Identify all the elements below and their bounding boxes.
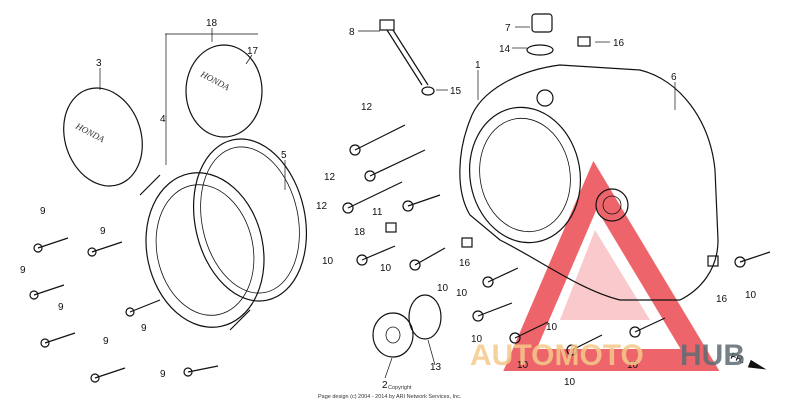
- bolt-9: [90, 367, 126, 383]
- callout-9: 9: [40, 206, 46, 217]
- callout-10: 10: [456, 288, 468, 299]
- gasket-5: [192, 138, 308, 302]
- callout-17: 17: [247, 46, 259, 57]
- callout-14: 14: [499, 44, 511, 55]
- emblem-cover-3: HONDA: [63, 87, 143, 187]
- watermark-logo: [503, 160, 720, 371]
- callout-11: 11: [372, 207, 383, 218]
- bolt-12: [342, 181, 403, 214]
- bolt-10: [472, 302, 513, 322]
- callout-10: 10: [471, 334, 483, 345]
- filler-cap-7: [531, 13, 553, 33]
- callout-18: 18: [206, 18, 218, 29]
- oil-dipstick-8: [379, 19, 429, 86]
- callout-9: 9: [100, 226, 106, 237]
- bolt-10: [356, 245, 396, 266]
- bolt-set: [29, 124, 771, 383]
- callout-16: 16: [613, 38, 625, 49]
- dowel-16: [461, 237, 473, 248]
- bolt-10: [566, 334, 603, 356]
- callout-10: 10: [322, 256, 334, 267]
- bolt-9: [29, 284, 65, 300]
- bolt-12: [349, 124, 406, 156]
- callout-2: 2: [382, 380, 388, 391]
- callout-4: 4: [160, 114, 166, 125]
- bolt-10: [629, 317, 666, 338]
- callout-7: 7: [505, 23, 511, 34]
- callout-6: 6: [671, 72, 677, 83]
- callout-9: 9: [103, 336, 109, 347]
- callout-12: 12: [324, 172, 336, 183]
- callout-9: 9: [160, 369, 166, 380]
- right-crankcase-cover-1: [459, 64, 719, 301]
- callout-3: 3: [96, 58, 102, 69]
- callout-10: 10: [546, 322, 558, 333]
- leader-lines: [99, 26, 676, 379]
- callout-16: 16: [459, 258, 471, 269]
- outer-ring-4: [139, 172, 265, 331]
- emblem-text-17: HONDA: [198, 68, 231, 92]
- callout-16: 16: [716, 294, 728, 305]
- bolt-12: [364, 149, 426, 182]
- callout-15: 15: [450, 86, 462, 97]
- bolt-9: [40, 332, 76, 348]
- callout-12: 12: [316, 201, 328, 212]
- o-ring-15: [421, 86, 435, 96]
- copyright-small: Copyright: [388, 385, 412, 391]
- front-arrow-icon: [747, 359, 767, 370]
- callout-10: 10: [437, 283, 449, 294]
- bolt-10: [509, 321, 549, 344]
- bolt-9: [125, 299, 161, 317]
- bolt-9: [87, 241, 123, 257]
- copyright-notice: Page design (c) 2004 - 2014 by ARI Netwo…: [318, 394, 462, 400]
- watermark-part1: AUTOMOTO: [470, 339, 644, 372]
- bolt-11: [402, 194, 441, 212]
- callout-8: 8: [349, 27, 355, 38]
- bolt-10: [734, 251, 771, 268]
- callout-18: 18: [354, 227, 366, 238]
- bolt-10: [409, 247, 446, 271]
- o-ring-14: [526, 44, 554, 56]
- bolt-9: [183, 365, 219, 377]
- callout-10: 10: [380, 263, 392, 274]
- callout-10: 10: [745, 290, 757, 301]
- callout-10: 10: [627, 360, 639, 371]
- dowel-16-top: [577, 36, 591, 47]
- callout-1: 1: [475, 60, 481, 71]
- callout-9: 9: [141, 323, 147, 334]
- emblem-text-3: HONDA: [73, 120, 106, 144]
- callout-9: 9: [20, 265, 26, 276]
- callout-10: 10: [517, 360, 529, 371]
- o-ring-13: [408, 294, 442, 340]
- washer-2: [372, 312, 414, 358]
- callout-12: 12: [361, 102, 373, 113]
- callout-labels: 18 17 3 4 5 8 7 14 16 1 6 15 12 12 12 11…: [20, 18, 757, 391]
- callout-13: 13: [430, 362, 442, 373]
- callout-9: 9: [58, 302, 64, 313]
- watermark-part2: HUB: [680, 339, 745, 372]
- dowel-18: [385, 222, 397, 233]
- dowel-16: [707, 255, 719, 267]
- watermark-text: AUTOMOTO HUB: [470, 339, 745, 372]
- callout-5: 5: [281, 150, 287, 161]
- bolt-9: [33, 237, 69, 253]
- emblem-cover-17: HONDA: [185, 44, 263, 138]
- bolt-10: [482, 267, 519, 288]
- callout-10: 10: [564, 377, 576, 388]
